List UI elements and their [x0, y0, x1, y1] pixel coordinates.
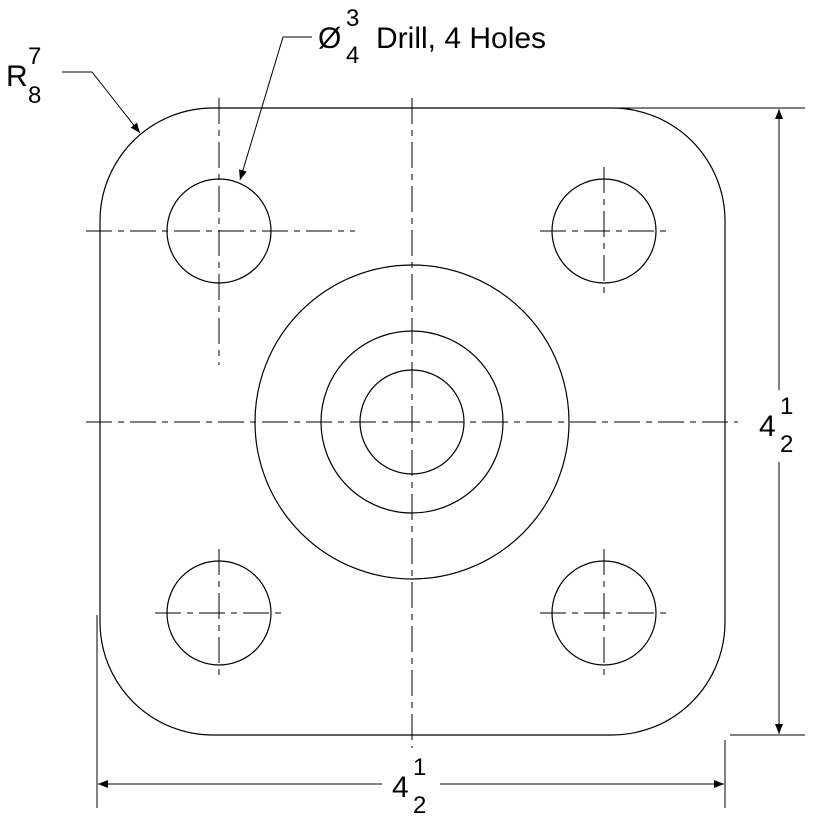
radius-denominator: 8: [28, 82, 41, 109]
width-dimension-text: 4 1 2: [392, 754, 426, 817]
radius-numerator: 7: [28, 43, 41, 70]
drill-numerator: 3: [346, 5, 359, 32]
height-numerator: 1: [780, 393, 793, 420]
diameter-symbol: Ø: [318, 22, 341, 55]
height-denominator: 2: [780, 431, 793, 458]
width-whole: 4: [392, 771, 409, 804]
height-dimension-text: 4 1 2: [759, 393, 793, 458]
drill-denominator: 4: [346, 42, 359, 69]
radius-prefix: R: [6, 60, 28, 93]
radius-leader: [62, 71, 141, 134]
plate-outline: [99, 107, 726, 736]
height-whole: 4: [759, 410, 776, 443]
width-numerator: 1: [413, 754, 426, 781]
drill-note-text: Drill, 4 Holes: [376, 22, 546, 55]
radius-label: R 7 8: [6, 43, 41, 109]
drill-note-leader: [239, 36, 312, 181]
width-denominator: 2: [413, 792, 426, 817]
drill-note: Ø 3 4 Drill, 4 Holes: [318, 5, 546, 69]
